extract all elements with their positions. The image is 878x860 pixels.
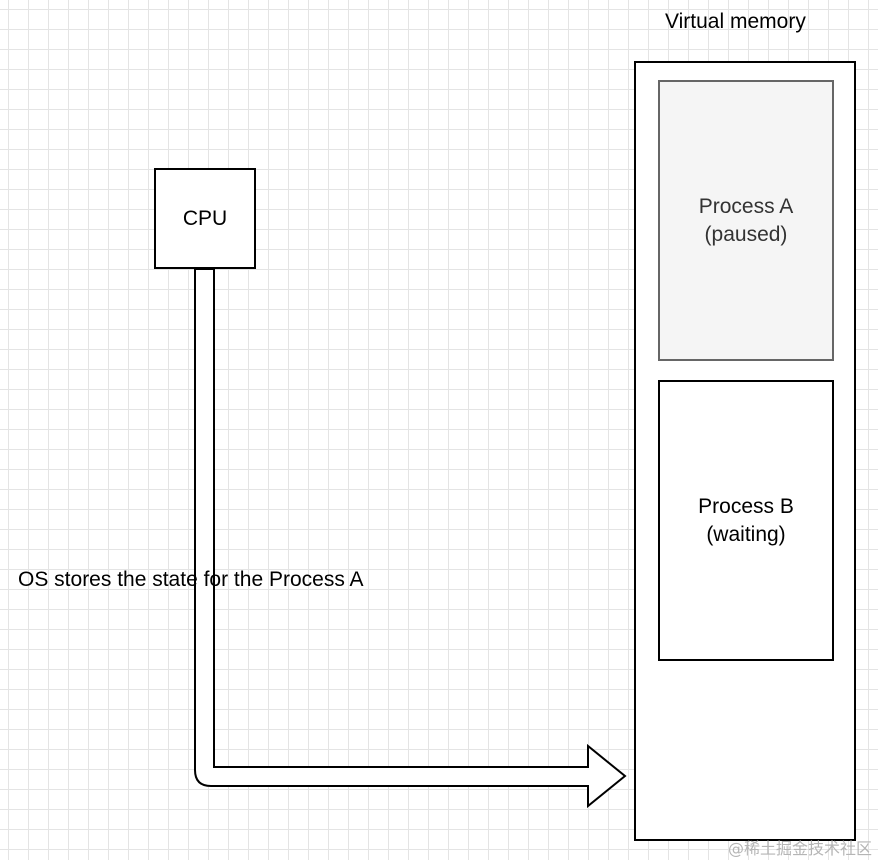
- process-b-state: (waiting): [706, 522, 786, 546]
- cpu-box: [154, 168, 256, 269]
- process-a-state: (paused): [704, 222, 788, 246]
- cpu-label: CPU: [155, 169, 255, 268]
- process-b-name: Process B: [698, 494, 794, 518]
- process-a-label: Process A (paused): [659, 81, 833, 360]
- cpu-label-text: CPU: [182, 206, 228, 230]
- state-save-arrow: [194, 268, 627, 809]
- process-b-label: Process B (waiting): [659, 381, 833, 660]
- arrow-label: OS stores the state for the Process A: [18, 568, 364, 591]
- process-b-box: [658, 380, 834, 661]
- watermark: @稀土掘金技术社区: [727, 839, 872, 858]
- process-a-name: Process A: [698, 194, 794, 218]
- process-a-box: [658, 80, 834, 361]
- virtual-memory-title: Virtual memory: [665, 10, 806, 33]
